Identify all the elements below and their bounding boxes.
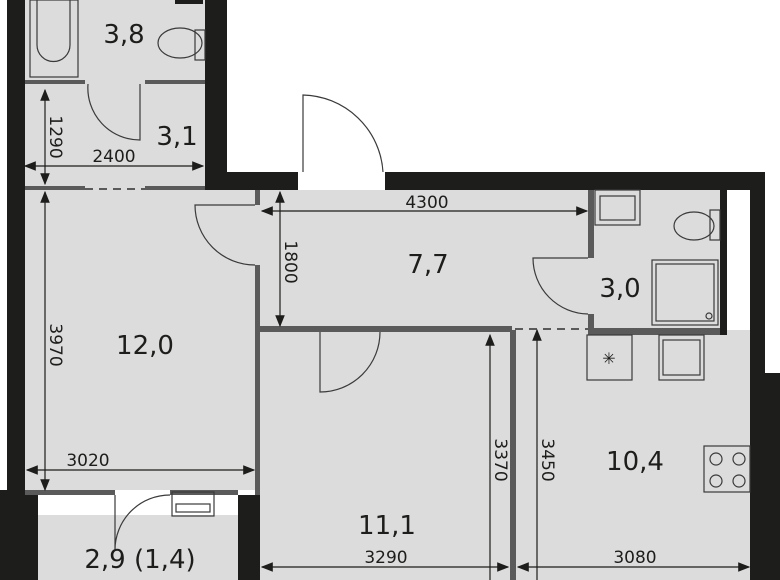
- area-bathroom-top: 3,8: [103, 20, 144, 50]
- bathroom-right-door: [532, 257, 589, 315]
- sink-icon: [594, 189, 641, 226]
- area-kitchen: 10,4: [606, 447, 664, 477]
- dim-bedroom-height: 3370: [490, 438, 510, 481]
- area-hallway: 7,7: [407, 250, 448, 280]
- area-bedroom: 11,1: [358, 511, 416, 541]
- floor-areas: [25, 0, 752, 580]
- bathtub-icon: [29, 0, 79, 78]
- radiator-icon: [171, 491, 215, 517]
- dim-hallway-width: 4300: [405, 193, 448, 213]
- bathroom-door: [87, 83, 141, 141]
- toilet-icon: [157, 27, 203, 59]
- area-bathroom-right: 3,0: [599, 274, 640, 304]
- dim-kitchen-height: 3450: [537, 438, 557, 481]
- dim-kitchen-width: 3080: [613, 548, 656, 568]
- entrance-door: [302, 94, 384, 173]
- area-room-left: 12,0: [116, 331, 174, 361]
- area-corridor-top: 3,1: [156, 122, 197, 152]
- svg-text:✳: ✳: [602, 349, 615, 368]
- room-door: [194, 204, 256, 266]
- loggia-door: [114, 494, 171, 551]
- stove-icon: [703, 445, 751, 493]
- toilet-icon: [673, 211, 715, 241]
- dim-hallway-height: 1800: [280, 240, 300, 283]
- fridge-icon: [586, 334, 633, 381]
- area-loggia: 2,9 (1,4): [84, 545, 195, 575]
- dim-corridor-height: 1290: [45, 115, 65, 158]
- shower-icon: [651, 259, 719, 326]
- dim-bedroom-width: 3290: [364, 548, 407, 568]
- doors[interactable]: [87, 83, 589, 551]
- dim-room-left-width: 3020: [66, 451, 109, 471]
- kitchen-sink-icon: [658, 334, 705, 381]
- dimension-lines: [23, 88, 751, 580]
- window: [727, 190, 750, 328]
- dim-corridor-width: 2400: [92, 147, 135, 167]
- dim-room-left-height: 3970: [45, 323, 65, 366]
- bedroom-door: [319, 331, 381, 393]
- fixtures: ✳: [29, 0, 751, 517]
